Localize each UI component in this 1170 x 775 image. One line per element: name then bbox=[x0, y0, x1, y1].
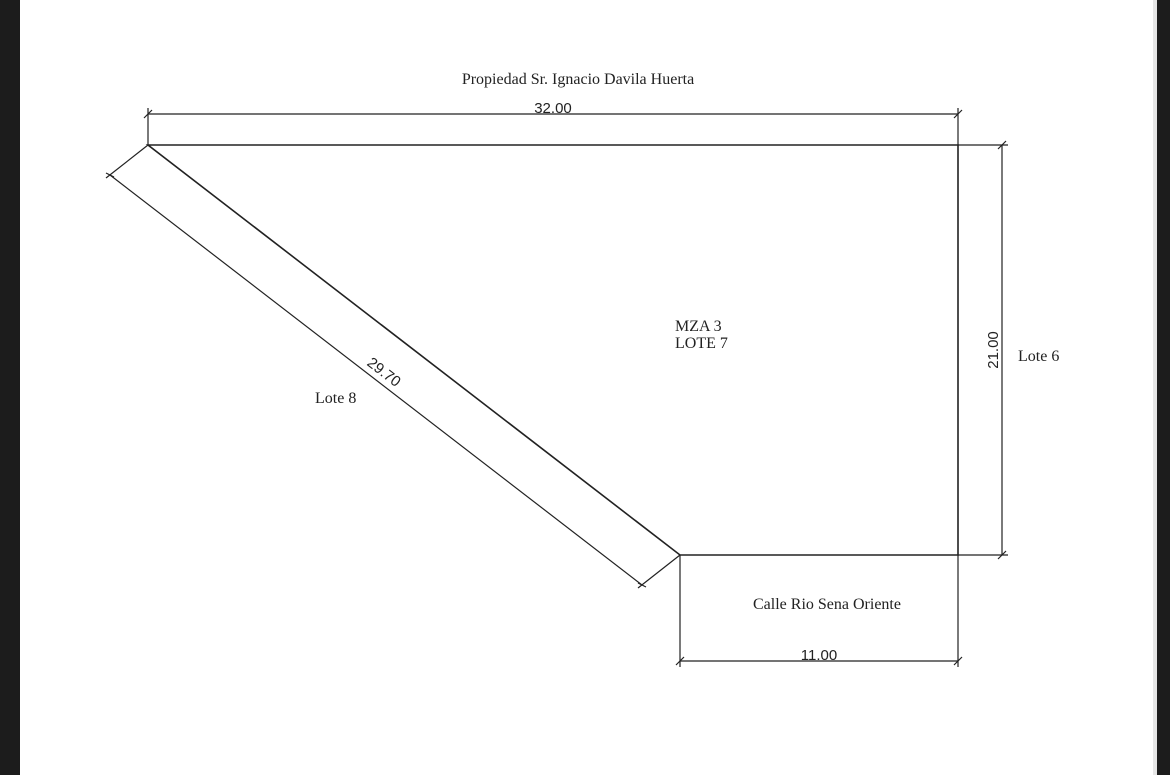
paper-sheet bbox=[20, 0, 1153, 775]
east-neighbor-label: Lote 6 bbox=[1018, 348, 1059, 365]
right-page-edge bbox=[1153, 0, 1157, 775]
north-dimension bbox=[143, 108, 963, 145]
west-neighbor-label: Lote 8 bbox=[315, 390, 356, 407]
south-dimension bbox=[675, 555, 963, 667]
east-dimension-label: 21.00 bbox=[985, 331, 1002, 369]
street-label: Calle Rio Sena Oriente bbox=[753, 596, 901, 613]
lot-label: LOTE 7 bbox=[675, 335, 728, 352]
block-label: MZA 3 bbox=[675, 318, 722, 335]
property-owner-title: Propiedad Sr. Ignacio Davila Huerta bbox=[462, 71, 694, 88]
east-dimension bbox=[958, 140, 1008, 560]
north-dimension-label: 32.00 bbox=[534, 100, 572, 117]
south-dimension-label: 11.00 bbox=[801, 647, 837, 664]
diagonal-dimension bbox=[105, 144, 681, 589]
